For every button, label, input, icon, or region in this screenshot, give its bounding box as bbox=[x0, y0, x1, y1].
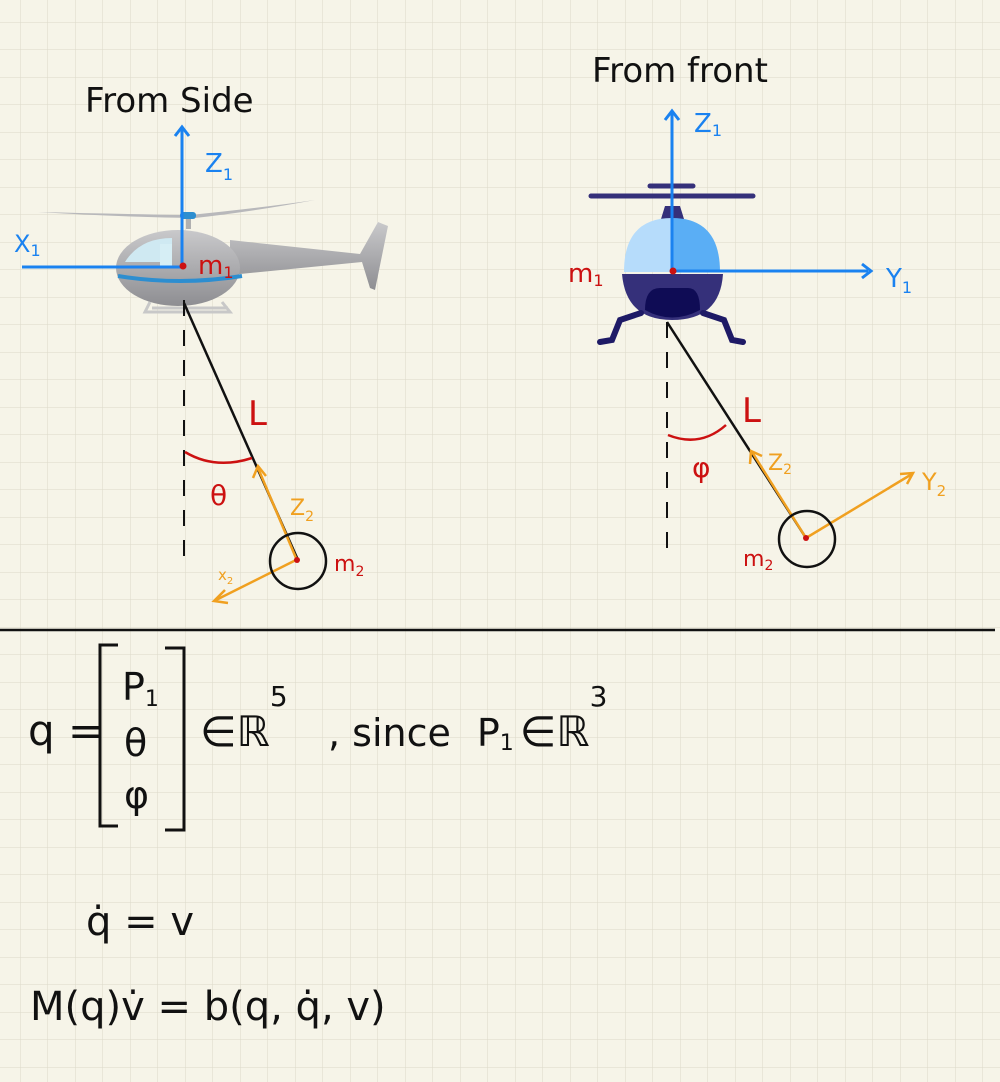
phi-label: φ bbox=[692, 451, 710, 484]
theta-arc bbox=[184, 450, 253, 464]
length-label: L bbox=[248, 394, 267, 434]
matrix-entry-theta: θ bbox=[124, 721, 147, 765]
q-definition-lhs: q = bbox=[28, 706, 103, 755]
x1-label: X1 bbox=[14, 230, 41, 260]
y2-label: Y2 bbox=[921, 468, 946, 500]
mass2-circle bbox=[268, 531, 328, 591]
helicopter-front-icon bbox=[588, 183, 756, 345]
matrix-left-bracket bbox=[98, 643, 118, 828]
m1-point bbox=[179, 262, 187, 270]
front-view: From front Z1 Y1 m1 L φ Z2 Y2 bbox=[568, 51, 946, 574]
z1-label: Z1 bbox=[205, 149, 233, 184]
matrix-entry-phi: φ bbox=[124, 773, 149, 817]
matrix-entry-p1: P1 bbox=[122, 665, 159, 712]
front-view-title: From front bbox=[592, 51, 768, 91]
theta-label: θ bbox=[210, 479, 227, 512]
kinematics-equation: q̇ = v bbox=[86, 899, 194, 945]
mass2-circle-front bbox=[777, 509, 837, 569]
side-view: From Side Z1 X1 m1 L θ Z2 x2 bbox=[14, 81, 388, 605]
z2-label-front: Z2 bbox=[768, 451, 792, 478]
z1-arrowhead bbox=[173, 124, 191, 137]
m2-label: m2 bbox=[334, 552, 364, 580]
in-r: ∈ℝ5 bbox=[200, 680, 288, 756]
z2-axis-front bbox=[750, 451, 808, 539]
m2-label-front: m2 bbox=[743, 547, 773, 574]
z2-label: Z2 bbox=[290, 496, 314, 525]
m1-label: m1 bbox=[198, 251, 234, 282]
m1-label-front: m1 bbox=[568, 259, 604, 290]
y1-label: Y1 bbox=[885, 264, 912, 297]
side-view-title: From Side bbox=[85, 81, 254, 121]
dynamics-equation: M(q)v̇ = b(q, q̇, v) bbox=[30, 984, 386, 1030]
x2-label: x2 bbox=[218, 566, 233, 587]
length-label-front: L bbox=[742, 391, 761, 431]
x2-axis bbox=[215, 558, 297, 602]
matrix-right-bracket bbox=[165, 646, 186, 832]
phi-arc bbox=[667, 424, 727, 441]
z1-label-front: Z1 bbox=[694, 109, 722, 140]
y2-axis bbox=[805, 472, 913, 540]
z2-axis bbox=[256, 467, 298, 559]
